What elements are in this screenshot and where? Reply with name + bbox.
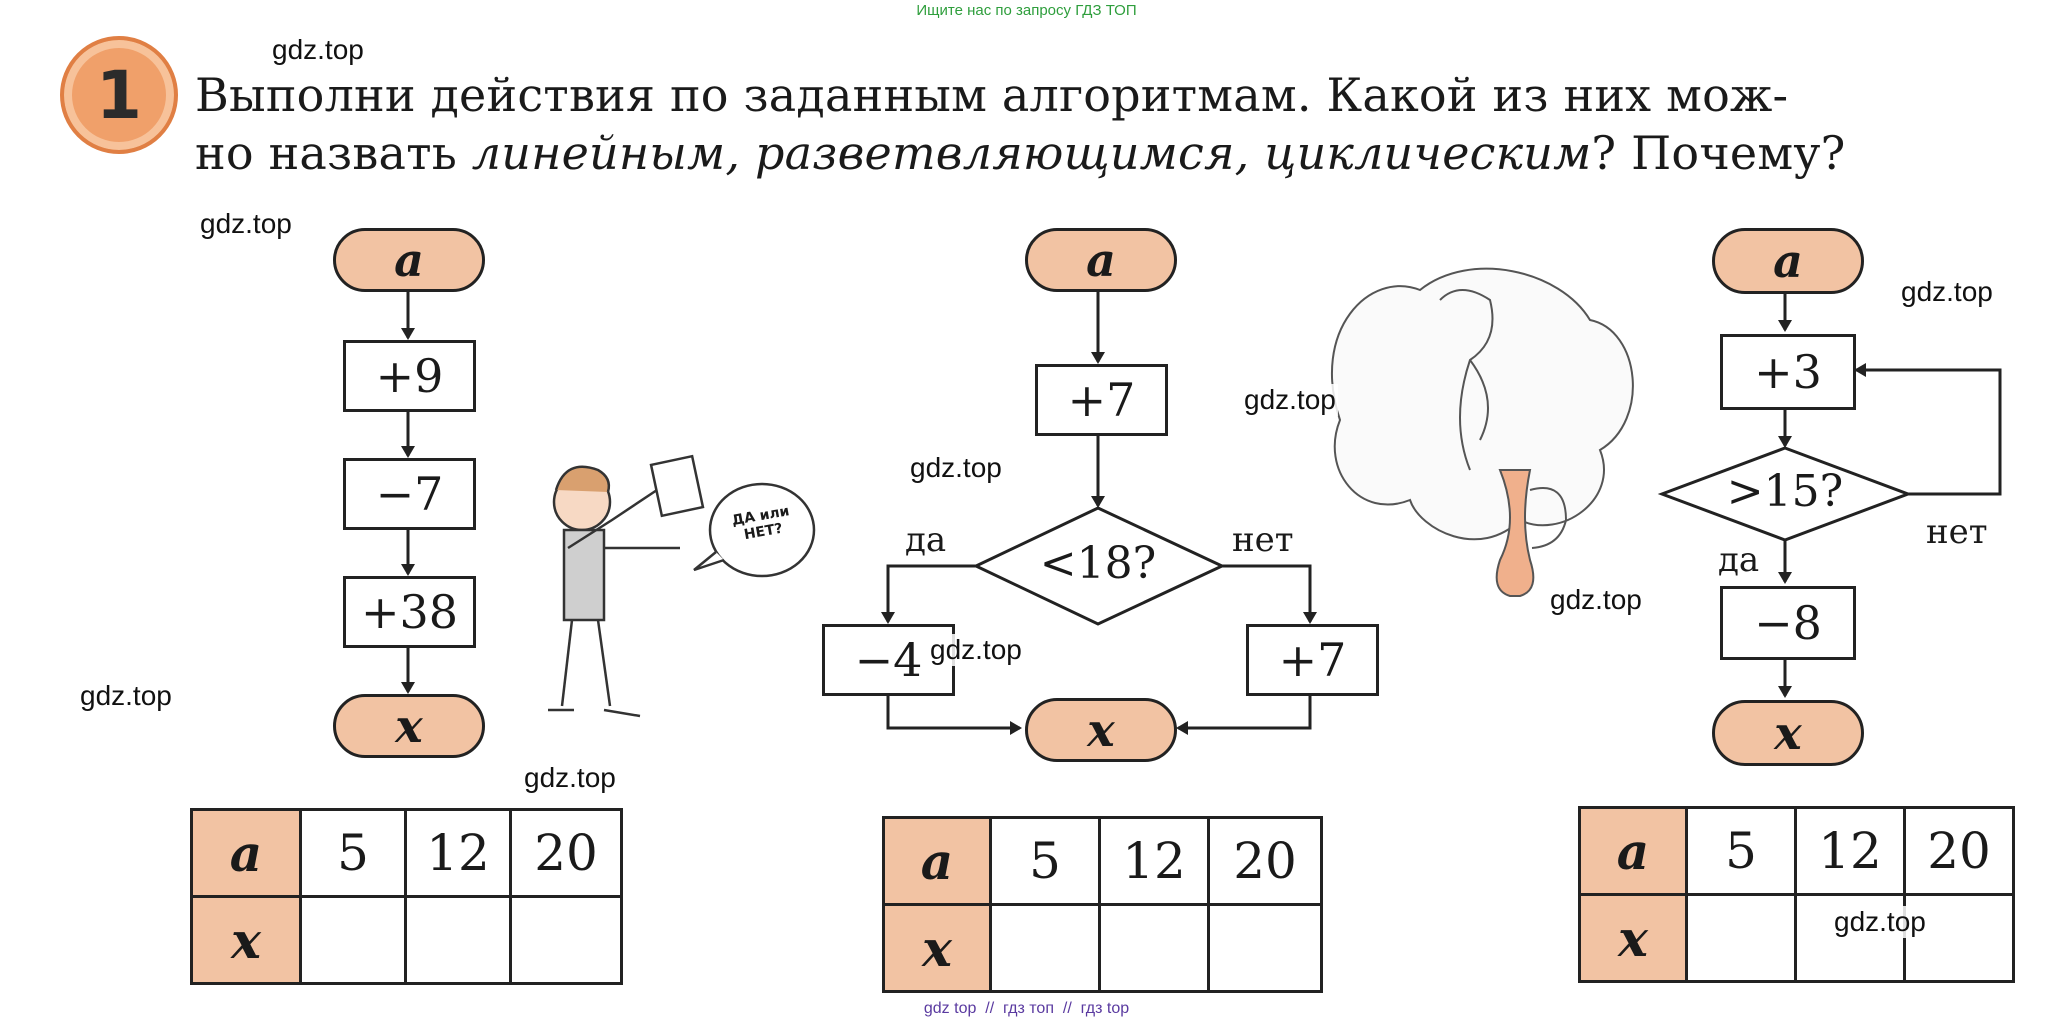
algo2-arrows	[881, 288, 1317, 735]
table-cell-empty[interactable]	[1207, 903, 1323, 993]
table-row: x	[1578, 893, 2015, 983]
task-number-badge: 1	[60, 36, 178, 154]
algo1-step-3: +38	[343, 576, 476, 648]
algo2-step: +7	[1035, 364, 1168, 436]
table-row: x	[190, 895, 623, 985]
algo1-start: a	[333, 228, 485, 292]
algo2-start: a	[1025, 228, 1177, 292]
table-cell-empty[interactable]	[989, 903, 1101, 993]
task-line-2: но назвать линейным, разветвляющимся, ци…	[195, 124, 2015, 182]
table-row: x	[882, 903, 1323, 993]
algo3-condition: >15?	[1726, 466, 1844, 517]
algo1-step-1: +9	[343, 340, 476, 412]
table-header-a: a	[1578, 806, 1688, 896]
table-cell: 5	[299, 808, 407, 898]
table-header-a: a	[882, 816, 992, 906]
table-row: a 5 12 20	[190, 808, 623, 898]
task-line-2-italic: линейным, разветвляющимся, циклическим	[471, 126, 1592, 180]
bottom-note: gdz top // гдз топ // гдз top	[923, 1000, 1130, 1017]
table-cell: 20	[509, 808, 623, 898]
table-cell-empty[interactable]	[1098, 903, 1210, 993]
algo3-yes-step: −8	[1720, 586, 1856, 660]
algo3-no-label: нет	[1926, 512, 1988, 552]
table-cell-empty[interactable]	[1685, 893, 1797, 983]
algo2-no-step: +7	[1246, 624, 1379, 696]
algo1-step-2: −7	[343, 458, 476, 530]
table-header-a: a	[190, 808, 302, 898]
table-header-x: x	[1578, 893, 1688, 983]
table-cell: 5	[1685, 806, 1797, 896]
task-line-1: Выполни действия по заданным алгоритмам.…	[195, 68, 1789, 122]
table-cell: 20	[1903, 806, 2015, 896]
table-cell-empty[interactable]	[404, 895, 512, 985]
watermark: gdz.top	[198, 208, 294, 240]
table-cell: 5	[989, 816, 1101, 906]
algo2-table: a 5 12 20 x	[882, 816, 1323, 993]
task-line-2a: но назвать	[195, 126, 472, 180]
watermark: gdz.top	[928, 634, 1024, 666]
speech-bubble	[693, 482, 816, 578]
table-cell-empty[interactable]	[509, 895, 623, 985]
algo2-end: x	[1025, 698, 1177, 762]
table-cell: 20	[1207, 816, 1323, 906]
watermark: gdz.top	[1832, 906, 1928, 938]
task-line-2c: ? Почему?	[1591, 126, 1846, 180]
algo1-table: a 5 12 20 x	[190, 808, 623, 985]
table-cell: 12	[404, 808, 512, 898]
algo1-end: x	[333, 694, 485, 758]
algo3-end: x	[1712, 700, 1864, 766]
table-cell: 12	[1794, 806, 1906, 896]
task-text: Выполни действия по заданным алгоритмам.…	[195, 66, 2015, 182]
algo2-yes-label: да	[905, 520, 947, 560]
boy-illustration	[548, 454, 705, 718]
genie-illustration	[1330, 267, 1634, 597]
algo3-condition-diamond	[1657, 446, 1913, 542]
watermark: gdz.top	[270, 34, 366, 66]
algo3-yes-label: да	[1718, 540, 1760, 580]
algo3-step: +3	[1720, 334, 1856, 410]
table-row: a 5 12 20	[1578, 806, 2015, 896]
algo2-no-label: нет	[1232, 520, 1294, 560]
watermark: gdz.top	[908, 452, 1004, 484]
algo3-table: a 5 12 20 x	[1578, 806, 2015, 983]
algo3-arrows	[1778, 290, 2002, 698]
top-search-note: Ищите нас по запросу ГДЗ ТОП	[916, 2, 1137, 19]
algo3-start: a	[1712, 228, 1864, 294]
algo2-condition-diamond	[972, 506, 1226, 626]
watermark: gdz.top	[1242, 384, 1338, 416]
table-cell: 12	[1098, 816, 1210, 906]
watermark: gdz.top	[1899, 276, 1995, 308]
algo2-condition: <18?	[1039, 538, 1157, 589]
table-cell-empty[interactable]	[299, 895, 407, 985]
watermark: gdz.top	[1548, 584, 1644, 616]
table-header-x: x	[190, 895, 302, 985]
table-row: a 5 12 20	[882, 816, 1323, 906]
table-header-x: x	[882, 903, 992, 993]
watermark: gdz.top	[78, 680, 174, 712]
watermark: gdz.top	[522, 762, 618, 794]
